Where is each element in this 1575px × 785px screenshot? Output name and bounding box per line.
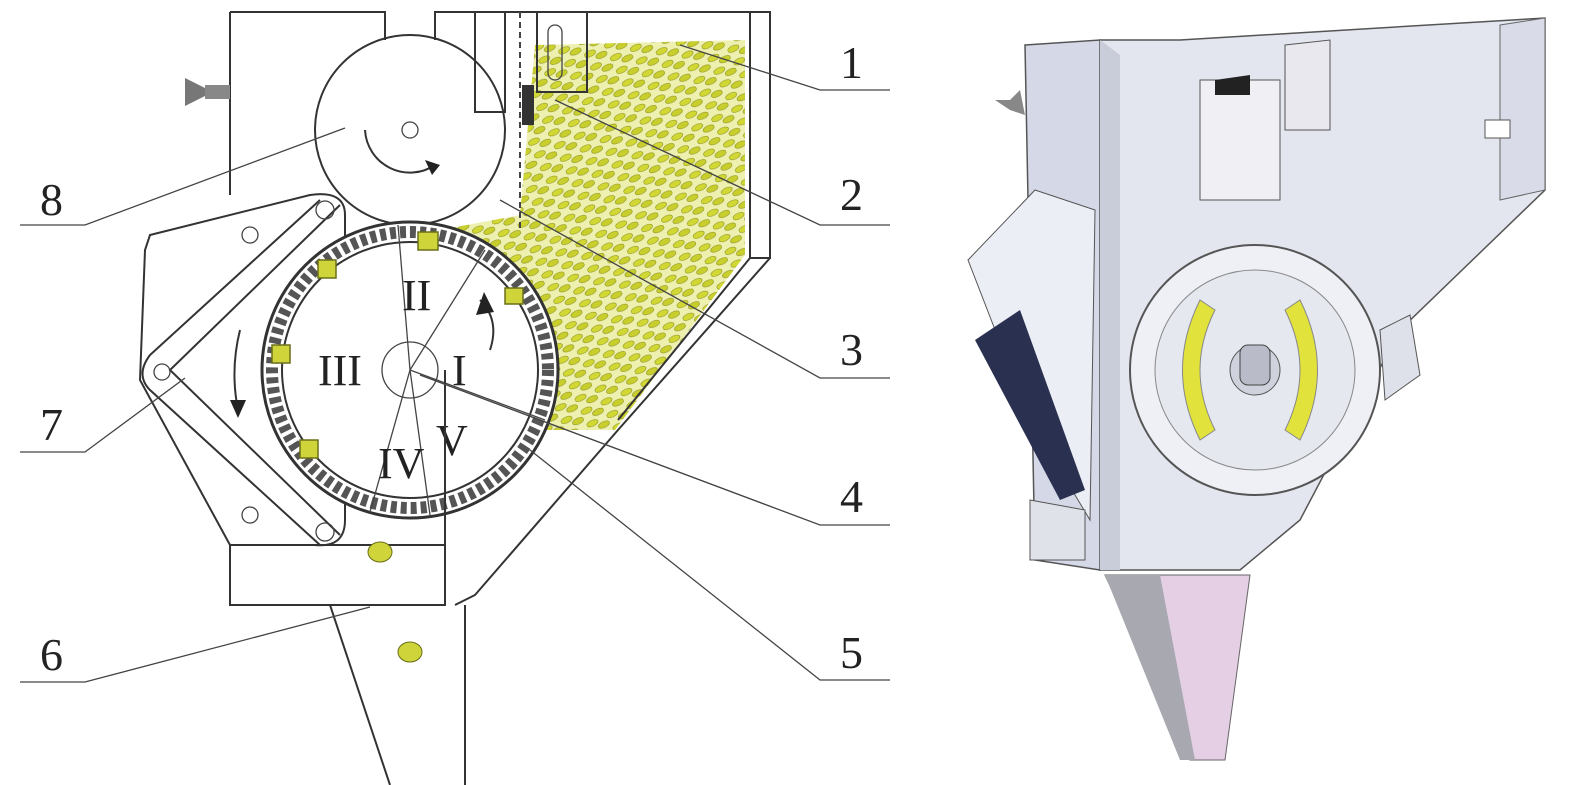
wing-screw-icon (185, 78, 230, 106)
zone-label-3: III (318, 346, 362, 395)
callout-1: 1 (840, 37, 863, 88)
zone-label-2: II (402, 271, 431, 320)
callout-7: 7 (40, 399, 63, 450)
callout-leaders (20, 44, 890, 683)
callout-2: 2 (840, 169, 863, 220)
callout-8: 8 (40, 174, 63, 225)
callout-5: 5 (840, 627, 863, 678)
seed-mass (440, 40, 745, 430)
callout-6: 6 (40, 629, 63, 680)
callout-3: 3 (840, 324, 863, 375)
3d-render (967, 17, 1546, 761)
zone-label-1: I (452, 346, 467, 395)
callout-4: 4 (840, 471, 863, 522)
zone-label-4: IV (378, 439, 425, 488)
schematic-diagram: I II III IV V 1 2 3 4 5 6 7 8 (20, 11, 890, 785)
zone-label-5: V (436, 416, 468, 465)
brush-roller (314, 34, 506, 226)
